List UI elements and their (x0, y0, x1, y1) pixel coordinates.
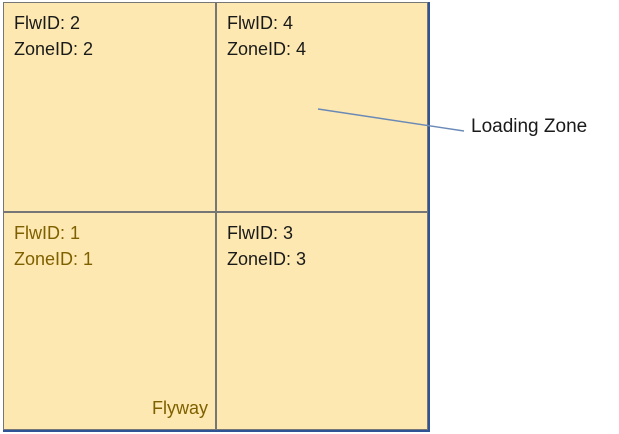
flw-id-label: FlwID: 4 (227, 13, 294, 33)
zone-cell-1: FlwID: 1 ZoneID: 1 Flyway (3, 212, 216, 430)
zone-id-label: ZoneID: 2 (14, 39, 94, 59)
zone-cell-4: FlwID: 4 ZoneID: 4 (216, 2, 428, 212)
zone-cell-3: FlwID: 3 ZoneID: 3 (216, 212, 428, 430)
flw-id-label: FlwID: 2 (14, 13, 81, 33)
zone-cell-2: FlwID: 2 ZoneID: 2 (3, 2, 216, 212)
zone-id-label: ZoneID: 4 (227, 39, 307, 59)
flw-id-label: FlwID: 3 (227, 223, 294, 243)
loading-zone-label: Loading Zone (471, 116, 588, 137)
flyway-rectangle: FlwID: 2 ZoneID: 2 FlwID: 4 ZoneID: 4 Fl… (3, 2, 430, 432)
zone-id-label: ZoneID: 1 (14, 249, 94, 269)
flyway-label: Flyway (151, 398, 208, 418)
zone-id-label: ZoneID: 3 (227, 249, 307, 269)
flw-id-label: FlwID: 1 (14, 223, 81, 243)
zone-grid: FlwID: 2 ZoneID: 2 FlwID: 4 ZoneID: 4 Fl… (3, 2, 428, 430)
